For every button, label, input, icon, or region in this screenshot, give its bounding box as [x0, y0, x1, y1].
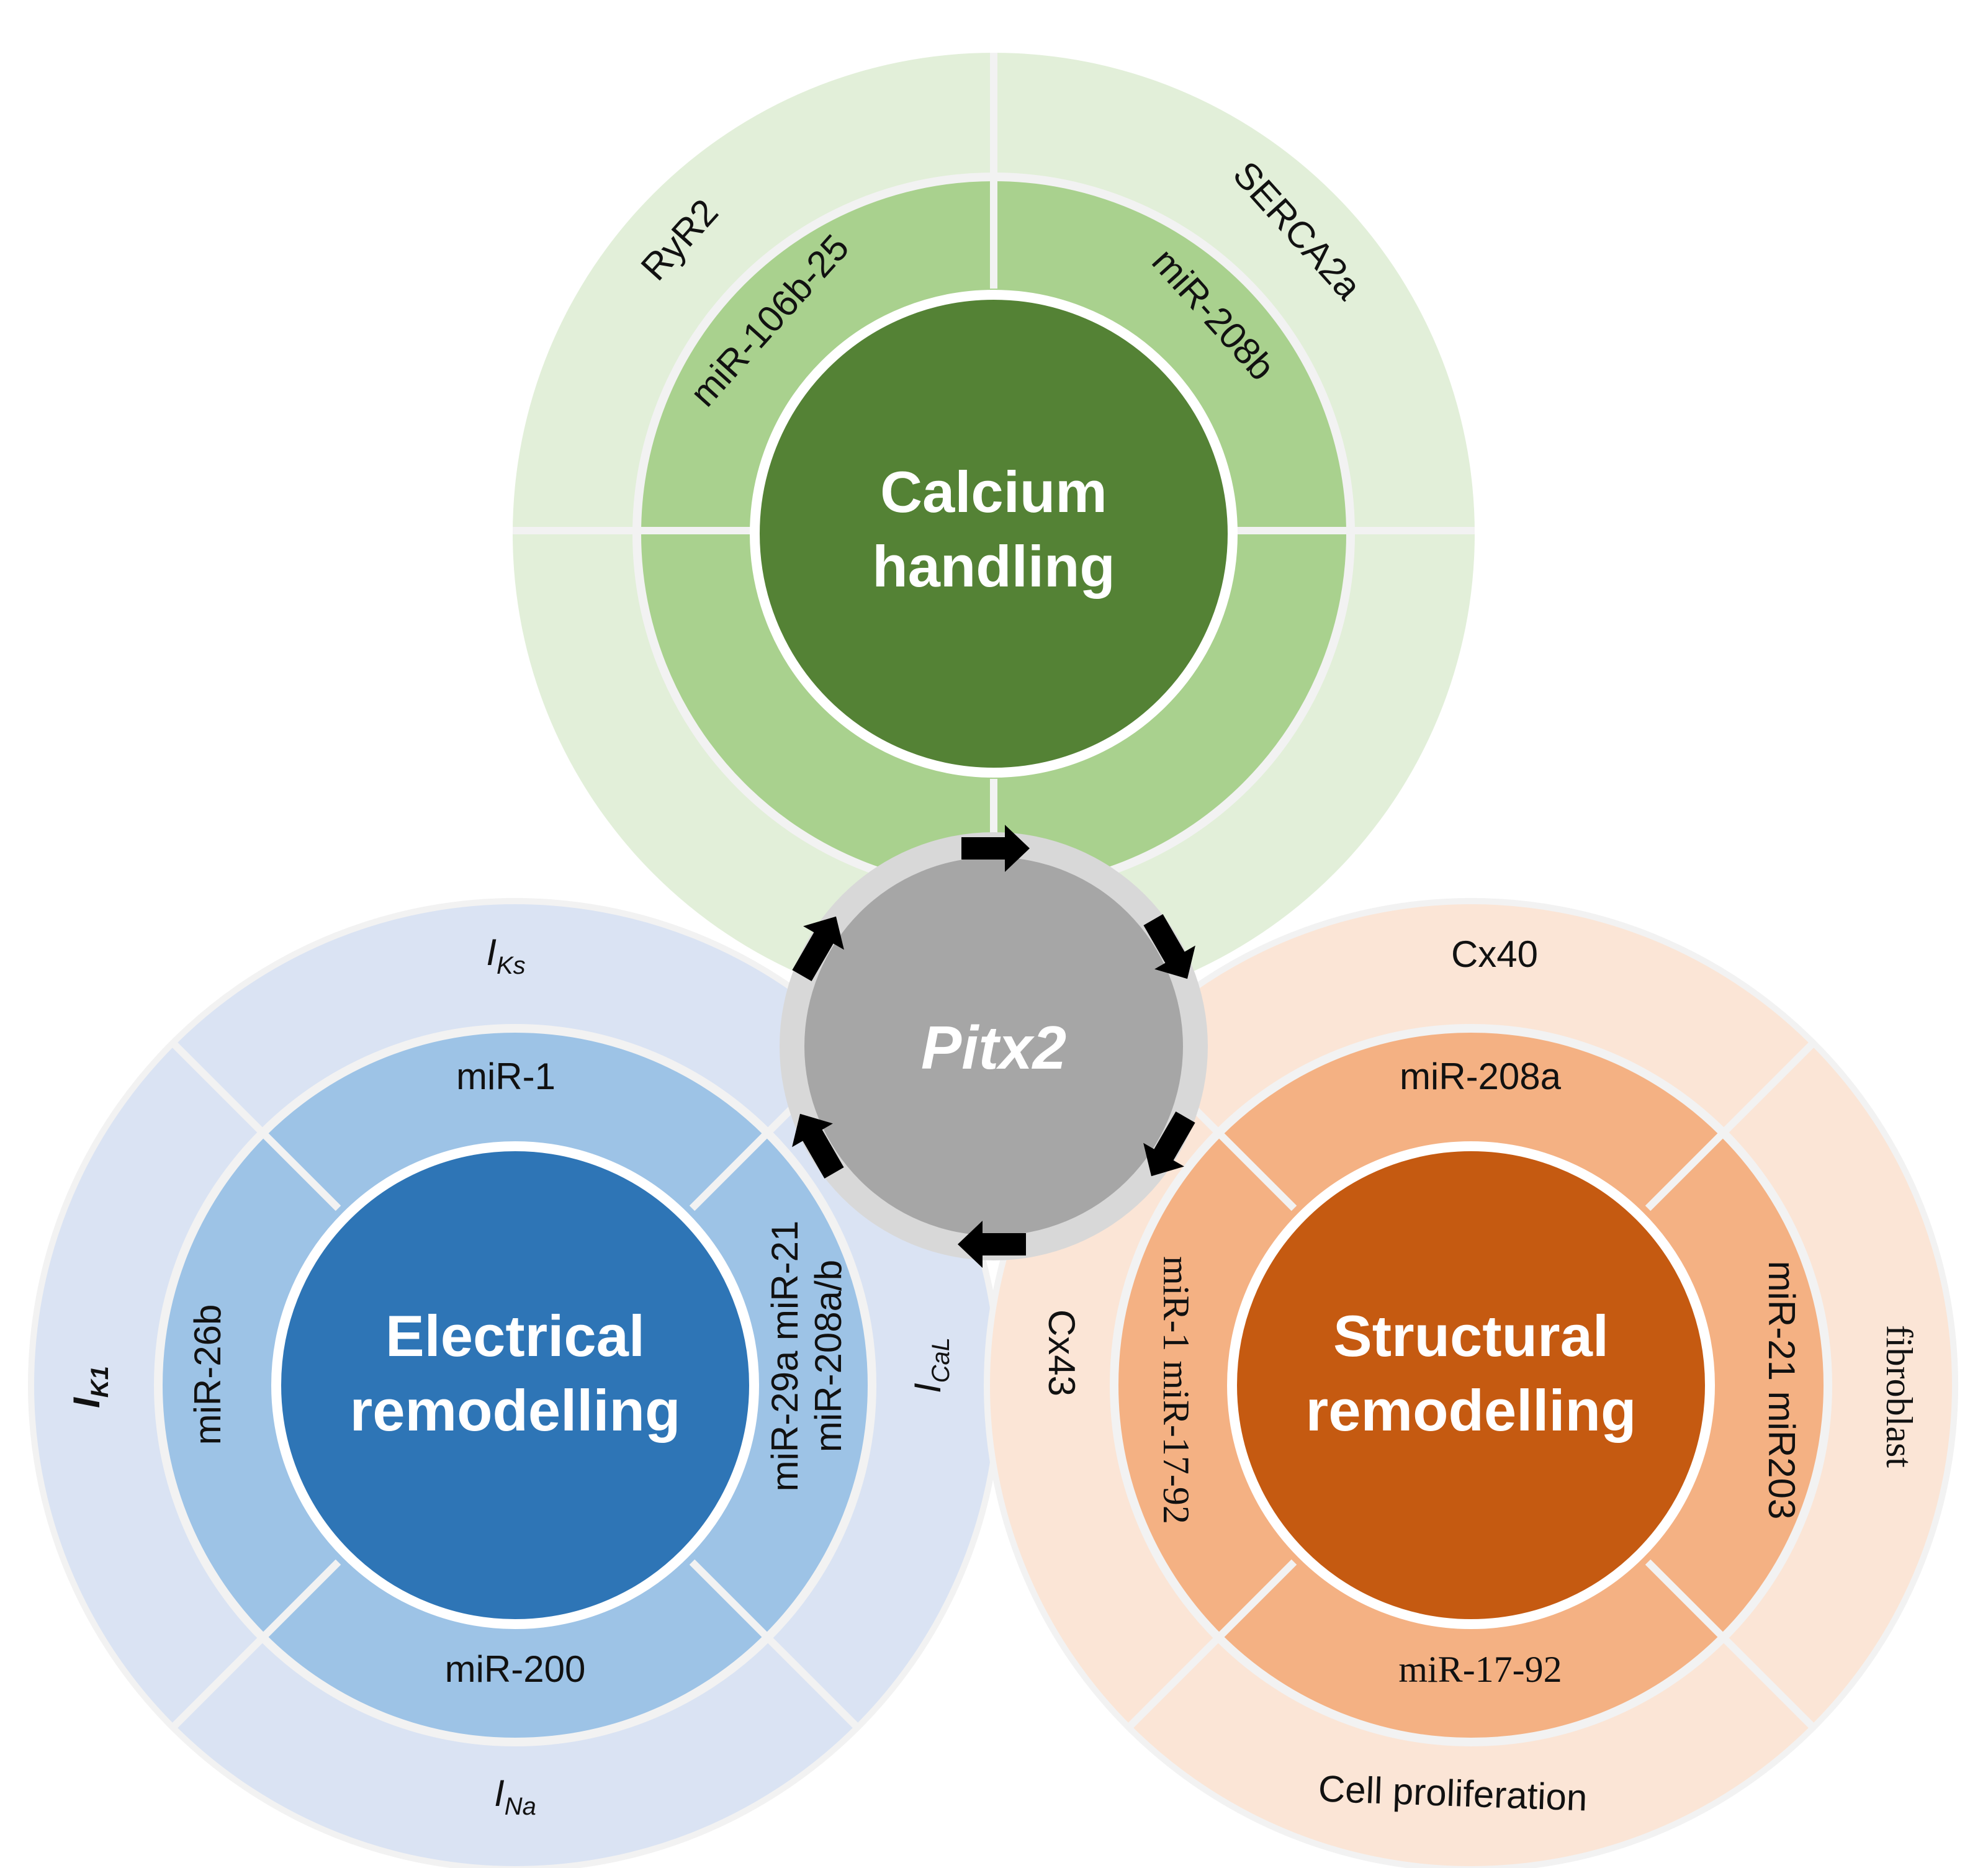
calcium-title-line1: Calcium — [880, 459, 1107, 524]
cycle-arrow-5 — [792, 1113, 844, 1179]
pitx2-core — [804, 857, 1183, 1236]
structural-mirna-right: miR-21 miR203 — [1761, 1261, 1802, 1520]
electrical-target-ical: ICaL — [907, 1337, 955, 1393]
structural-divider-sw — [1125, 1559, 1297, 1731]
pitx2-label: Pitx2 — [921, 1013, 1066, 1082]
cycle-arrow-3 — [1143, 1111, 1195, 1177]
electrical-divider-se — [689, 1559, 861, 1731]
structural-target-right: fibroblast — [1879, 1325, 1920, 1468]
cycle-arrow-2 — [1143, 914, 1195, 979]
structural-core — [1227, 1141, 1715, 1629]
structural-target-left: Cx43 — [1041, 1309, 1082, 1396]
structural-mirna-top: miR-208a — [1400, 1056, 1562, 1097]
calcium-handling-module: Calcium handling miR-106b-25 miR-208b Ry… — [513, 53, 1475, 1015]
cycle-arrows — [792, 825, 1195, 1268]
electrical-core — [271, 1141, 759, 1629]
electrical-remodelling-module: Electrical remodelling miR-1 miR-26b miR… — [28, 898, 1002, 1868]
electrical-target-ik1: IK1 — [66, 1366, 114, 1408]
electrical-title-line2: remodelling — [350, 1378, 681, 1443]
structural-divider-ne — [1645, 1039, 1817, 1211]
calcium-core — [750, 290, 1238, 778]
structural-target-bottom: Cell proliferation — [1318, 1767, 1588, 1818]
calcium-title-line2: handling — [872, 534, 1115, 599]
electrical-mirna-right-1: miR-29a miR-21 — [764, 1221, 806, 1492]
electrical-target-ina: INa — [494, 1772, 536, 1820]
electrical-divider-nw — [169, 1039, 341, 1211]
structural-mirna-left: miR-1 miR-17-92 — [1156, 1256, 1197, 1524]
pitx2-center: Pitx2 — [780, 832, 1208, 1260]
electrical-target-iks: IKs — [486, 932, 525, 979]
cycle-arrow-4 — [958, 1221, 1026, 1268]
structural-remodelling-module: Structural remodelling miR-208a miR-1 mi… — [984, 898, 1958, 1868]
structural-divider-se — [1645, 1559, 1817, 1731]
structural-title-line2: remodelling — [1306, 1378, 1637, 1443]
structural-target-top: Cx40 — [1451, 933, 1538, 975]
cycle-arrow-6 — [792, 916, 844, 982]
electrical-divider-sw — [169, 1559, 341, 1731]
cycle-arrow-1 — [961, 825, 1030, 872]
electrical-title-line1: Electrical — [385, 1303, 645, 1368]
structural-mirna-bottom: miR-17-92 — [1398, 1649, 1562, 1690]
electrical-mirna-right-2: miR-208a/b — [807, 1260, 849, 1452]
electrical-mirna-top: miR-1 — [456, 1056, 555, 1097]
electrical-mirna-left: miR-26b — [187, 1304, 228, 1445]
electrical-mirna-bottom: miR-200 — [445, 1648, 586, 1690]
structural-title-line1: Structural — [1333, 1303, 1609, 1368]
